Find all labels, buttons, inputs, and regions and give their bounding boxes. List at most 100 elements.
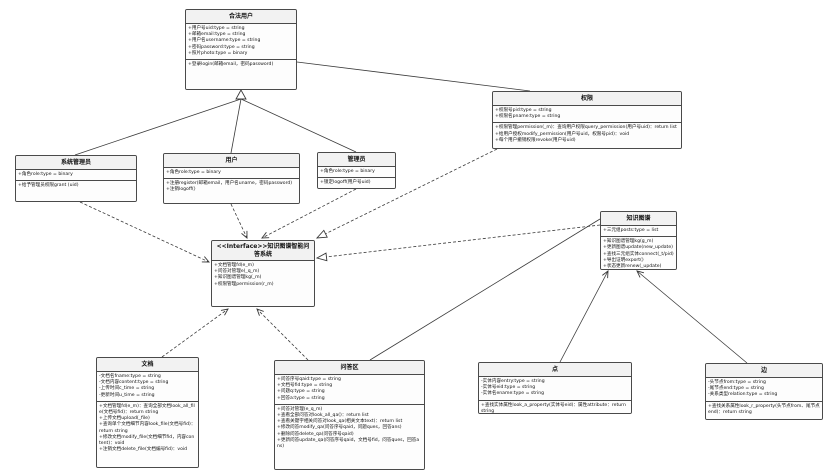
realization-line-kg-interface (315, 224, 601, 262)
methods-compartment: +给予管理员权限grant (uid) (16, 181, 136, 201)
method-line: +查找实体属性look_a_property(实体号eid)：属性attribu… (481, 402, 626, 414)
class-sys-admin[interactable]: 系统管理员+角色role:type = binary+给予管理员权限grant … (15, 155, 137, 202)
generalization-triangle-icon (235, 89, 247, 100)
attribute-line: +邮箱email:type = string (188, 32, 246, 38)
class-title: 管理员 (318, 153, 395, 167)
dependency-line-sysadmin-interface (79, 201, 210, 263)
attribute-line: +回答a:type = string (277, 395, 325, 401)
method-line: +查询单个文档细节内容look_file(文档号fid)：return stri… (99, 422, 196, 434)
method-line: +每个用户撤销权限revoke(用户号uid) (495, 137, 576, 143)
method-line: +注销logoff() (166, 187, 196, 193)
method-line: +更新图谱update(new_update) (603, 245, 673, 251)
class-title: 点 (479, 363, 631, 377)
methods-compartment: +查找关系属性look_r_property(头节点from、尾节点end)：r… (706, 401, 822, 419)
method-line: +查看全部问答对look_all_qa()：return list (277, 412, 369, 418)
method-line: +权限管理permission(_m)：查询用户权限query_permissi… (495, 125, 677, 131)
attributes-compartment: +三元组posts:type = list (601, 226, 676, 238)
generalization-line-user (230, 98, 242, 154)
method-line: +状态更新renew(_update) (603, 263, 662, 269)
class-edge[interactable]: 边-头节点from:type = string-尾节点end:type = st… (705, 363, 823, 420)
association-line-qaarea-kg (369, 218, 601, 361)
attribute-line: -文档名fname:type = string (99, 374, 161, 379)
methods-compartment: +知识图谱管理kg(g_m)+更新图谱update(new_update)+查找… (601, 237, 676, 269)
method-line: +更新问答update_qa(问答序号qaid，文档号fid，问答ques，回答… (277, 437, 420, 449)
method-line: +知识图谱管理kg(_m) (214, 275, 262, 281)
method-line: +注销文档delete_file(文档编号fid)：void (99, 447, 188, 453)
attribute-line: -上传时间c_time = string (99, 386, 155, 392)
method-line: +查看关键字相关问答对look_qa(相关文本text)：return list (277, 419, 403, 425)
method-line: +查找三元组实体connect(_t/pid) (603, 251, 674, 257)
attribute-line: +三元组posts:type = list (603, 228, 659, 233)
method-line: +登录login(邮箱email，密码password) (188, 61, 274, 67)
attribute-line: +照片photo:type = binary (188, 50, 248, 56)
generalization-line-admin (240, 98, 357, 153)
attribute-line: -关系类型relation:type = string (708, 392, 778, 398)
attributes-compartment: -头节点from:type = string-尾节点end:type = str… (706, 378, 822, 402)
realization-line-permission-interface (315, 148, 498, 239)
attributes-compartment: +权限号pid:type = string+权限名pname:type = st… (493, 106, 681, 124)
attribute-line: +密码password:type = string (188, 44, 255, 50)
class-admin[interactable]: 管理员+角色role:type = binary+锁定logoff(用户号uid… (317, 152, 396, 189)
class-document[interactable]: 文档-文档名fname:type = string-文档内容content:ty… (96, 357, 199, 468)
method-line: +注册register(邮箱email，用户名uname，密码password) (166, 181, 293, 187)
methods-compartment: +文档管理fd(e_m)：查询全部文档look_all_file(文档号fid)… (97, 401, 198, 467)
method-line: +文档管理fd(e_m)：查询全部文档look_all_file(文档号fid)… (99, 403, 195, 415)
class-legal-user[interactable]: 合法用户+用户号uid:type = string+邮箱email:type =… (185, 9, 297, 90)
attribute-line: +角色role:type = binary (166, 170, 221, 175)
class-title: 文档 (97, 358, 198, 372)
attributes-compartment: +角色role:type = binary (16, 170, 136, 182)
method-line: +给予管理员权限grant (uid) (18, 183, 79, 189)
class-title: 问答区 (275, 361, 424, 375)
attribute-line: -文档内容content:type = string (99, 380, 169, 386)
methods-compartment: +权限管理permission(_m)：查询用户权限query_permissi… (493, 123, 681, 148)
attributes-compartment: +用户号uid:type = string+邮箱email:type = str… (186, 24, 296, 60)
attribute-line: -实体号eid:type = string (481, 385, 536, 391)
attributes-compartment: +角色role:type = binary (164, 168, 299, 180)
class-node[interactable]: 点-实体内容entry:type = string-实体号eid:type = … (478, 362, 632, 414)
class-title: 合法用户 (186, 10, 296, 24)
attribute-line: +文档号fid:type = string (277, 383, 333, 389)
method-line: +权限管理permission(r_m) (214, 281, 274, 287)
method-line: +删除问答delete_qa(问答序号qaid) (277, 431, 354, 437)
method-line: +问答对管理(e_q_m) (277, 406, 323, 412)
method-line: +文档管理fd(e_m) (214, 263, 254, 268)
attribute-line: +用户名username:type = string (188, 38, 261, 44)
attribute-line: -头节点from:type = string (708, 380, 766, 385)
method-line: +查找关系属性look_r_property(头节点from、尾节点end)：r… (708, 403, 820, 415)
dependency-line-document-interface (161, 308, 229, 358)
class-user[interactable]: 用户 +角色role:type = binary +注册register(邮箱ema… (163, 153, 300, 204)
association-line-legaluser-permission (296, 61, 531, 92)
class-qa-interface[interactable]: <<Interface>>知识图谱智能问答系统+文档管理fd(e_m)+问答对管… (211, 240, 315, 307)
attribute-line: -尾节点end:type = string (708, 386, 764, 392)
class-title: 系统管理员 (16, 156, 136, 170)
class-knowledge-graph[interactable]: 知识图谱+三元组posts:type = list+知识图谱管理kg(g_m)+… (600, 211, 677, 270)
association-line-node-kg (559, 270, 609, 363)
class-title: 边 (706, 364, 822, 378)
attribute-line: -更新时间u_time = string (99, 392, 155, 398)
dependency-line-user-interface (230, 203, 248, 239)
class-title: 用户 (164, 154, 299, 168)
method-line: +修改文档modify_file(文档细节fid，内容content)：void (99, 434, 195, 446)
class-qa-area[interactable]: 问答区+问答序号qaid:type = string+文档号fid:type =… (274, 360, 425, 470)
attribute-line: +问答序号qaid:type = string (277, 377, 341, 382)
method-line: +知识图谱管理kg(g_m) (603, 239, 654, 245)
attribute-line: +权限号pid:type = string (495, 108, 552, 113)
attributes-compartment: +问答序号qaid:type = string+文档号fid:type = st… (275, 375, 424, 405)
methods-compartment: +登录login(邮箱email，密码password) (186, 59, 296, 89)
methods-compartment: +注册register(邮箱email，用户名uname，密码password)… (164, 179, 299, 203)
methods-compartment: +锁定logoff(用户号uid) (318, 178, 395, 188)
attribute-line: -实体名ename:type = string (481, 391, 545, 397)
class-permission[interactable]: 权限+权限号pid:type = string+权限名pname:type = … (492, 91, 682, 149)
attributes-compartment: -文档名fname:type = string-文档内容content:type… (97, 372, 198, 402)
association-line-edge-kg (636, 270, 748, 364)
attribute-line: -实体内容entry:type = string (481, 379, 545, 384)
method-line: +锁定logoff(用户号uid) (320, 180, 371, 186)
class-title: 知识图谱 (601, 212, 676, 226)
attribute-line: +用户号uid:type = string (188, 26, 245, 31)
method-line: +修改问答modify_qa(问答序号qaid，问题ques，回答ans) (277, 425, 402, 431)
attributes-compartment: -实体内容entry:type = string-实体号eid:type = s… (479, 377, 631, 401)
attribute-line: +权限名pname:type = string (495, 114, 561, 120)
attribute-line: +问题q:type = string (277, 389, 325, 395)
